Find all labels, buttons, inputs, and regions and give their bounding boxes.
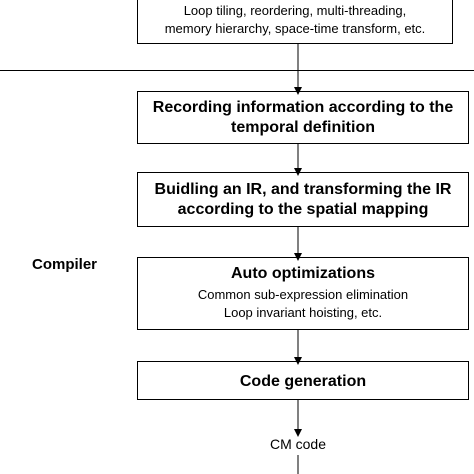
auto-optimizations-detail-1: Common sub-expression elimination [197,287,409,302]
recording-step-box: Recording information according to the t… [137,91,469,144]
auto-optimizations-title: Auto optimizations [231,265,375,282]
compiler-label: Compiler [32,256,98,273]
recording-step-title-2: temporal definition [231,119,375,136]
scheduling-detail-2: memory hierarchy, space-time transform, … [164,21,426,36]
recording-step-title-1: Recording information according to the [152,99,454,116]
code-generation-box: Code generation [137,361,469,400]
section-divider [0,70,474,71]
ir-step-title-2: according to the spatial mapping [177,201,429,218]
cm-code-output-label: CM code [269,436,327,452]
scheduling-box: Loop tiling, reordering, multi-threading… [137,0,453,44]
ir-step-title-1: Buidling an IR, and transforming the IR [154,181,452,198]
auto-optimizations-box: Auto optimizations Common sub-expression… [137,257,469,330]
ir-step-box: Buidling an IR, and transforming the IR … [137,172,469,227]
auto-optimizations-detail-2: Loop invariant hoisting, etc. [223,305,383,320]
code-generation-title: Code generation [239,373,367,390]
scheduling-detail-1: Loop tiling, reordering, multi-threading… [183,3,407,18]
